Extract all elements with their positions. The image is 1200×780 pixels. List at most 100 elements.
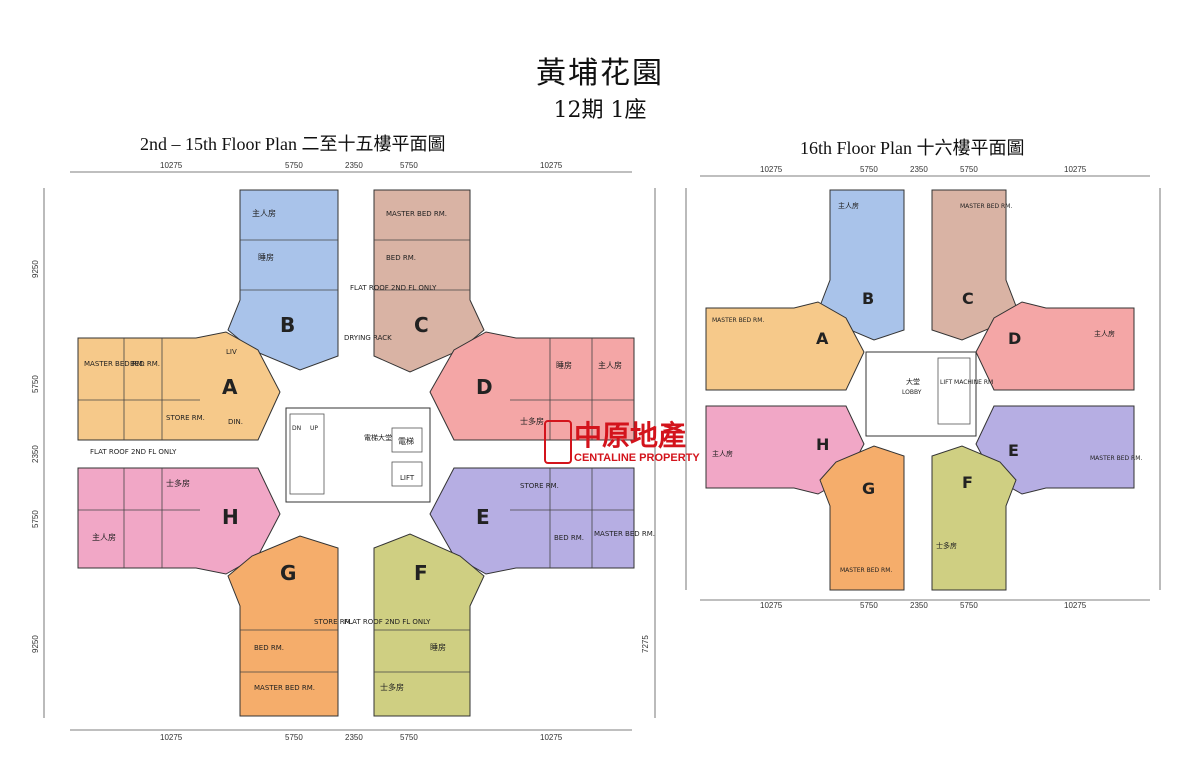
r-unit-label-f: F: [962, 473, 973, 492]
h-maid-label: 士多房: [166, 478, 190, 488]
r-unit-label-a: A: [816, 329, 829, 348]
r-unit-label-e: E: [1008, 441, 1019, 460]
r-c-master-label: MASTER BED RM.: [960, 203, 1012, 210]
c-bed-label: BED RM.: [386, 254, 416, 262]
dim-top-3: 2350: [345, 161, 363, 170]
r-dim-bot-5: 10275: [1064, 601, 1087, 610]
r-h-master-label: 主人房: [712, 449, 733, 458]
r-unit-a: [705, 301, 865, 391]
r-unit-label-b: B: [862, 289, 874, 308]
e-bed-label: BED RM.: [554, 534, 584, 542]
r-unit-label-g: G: [862, 479, 875, 498]
r-a-master-label: MASTER BED RM.: [712, 317, 764, 324]
dim-bot-4: 5750: [400, 733, 418, 742]
r-dim-bot-4: 5750: [960, 601, 978, 610]
building-title: 黃埔花園: [536, 56, 664, 91]
unit-label-b: B: [280, 313, 295, 337]
r-d-master-label: 主人房: [1094, 329, 1115, 338]
r-lift-machine-room: [937, 357, 971, 425]
r-dim-top-4: 5750: [960, 165, 978, 174]
g-master-label: MASTER BED RM.: [254, 684, 315, 692]
left-floor-plan: 10275 5750 2350 5750 10275 10275 5750 23…: [31, 161, 656, 742]
g-bed-label: BED RM.: [254, 644, 284, 652]
r-dim-bot-3: 2350: [910, 601, 928, 610]
e-store-label: STORE RM.: [520, 482, 559, 490]
b-master-label: 主人房: [252, 208, 276, 218]
d-bed-label: 睡房: [556, 360, 572, 370]
dim-side-right: 7275: [641, 635, 650, 653]
dim-side-3: 2350: [31, 445, 40, 463]
r-unit-f: [931, 445, 1017, 591]
r-dim-top-5: 10275: [1064, 165, 1087, 174]
left-partitions: [78, 239, 634, 673]
dim-bot-5: 10275: [540, 733, 563, 742]
unit-label-f: F: [414, 561, 428, 585]
dn-label: DN: [292, 425, 301, 432]
r-unit-label-c: C: [962, 289, 974, 308]
dim-top-5: 10275: [540, 161, 563, 170]
logo-cn-text: 中原地產: [574, 419, 687, 452]
lift-cn-label: 電梯: [398, 436, 414, 446]
r-lift-machine-label: LIFT MACHINE RM: [940, 379, 993, 386]
unit-label-h: H: [222, 505, 239, 529]
lift-lobby-cn-label: 電梯大堂: [364, 433, 392, 442]
dim-top-2: 5750: [285, 161, 303, 170]
h-master-label: 主人房: [92, 532, 116, 542]
unit-f: [373, 533, 485, 717]
stair-1: [289, 413, 325, 495]
dim-side-1: 9250: [31, 260, 40, 278]
r-unit-label-d: D: [1008, 329, 1021, 348]
a-store-label: STORE RM.: [166, 414, 205, 422]
f-bed-label: 睡房: [430, 642, 446, 652]
r-dim-top-3: 2350: [910, 165, 928, 174]
b-bed-label: 睡房: [258, 252, 274, 262]
r-unit-g: [819, 445, 905, 591]
r-dim-top-1: 10275: [760, 165, 783, 174]
d-maid-label: 士多房: [520, 416, 544, 426]
r-e-master-label: MASTER BED RM.: [1090, 455, 1142, 462]
right-floor-plan: 10275 5750 2350 5750 10275 10275 5750 23…: [685, 165, 1161, 610]
unit-d: [429, 331, 635, 441]
g-store-label: STORE RM.: [314, 618, 353, 626]
flat-roof-south-label: FLAT ROOF 2ND FL ONLY: [344, 618, 431, 626]
a-bed-label: BED RM.: [130, 360, 160, 368]
r-dim-top-2: 5750: [860, 165, 878, 174]
c-master-label: MASTER BED RM.: [386, 210, 447, 218]
r-lobby-label: LOBBY: [902, 389, 922, 396]
r-f-maid-label: 士多房: [936, 541, 957, 550]
r-core: [865, 351, 977, 437]
r-lobby-cn-label: 大堂: [906, 377, 920, 386]
r-dim-bot-2: 5750: [860, 601, 878, 610]
dim-bot-2: 5750: [285, 733, 303, 742]
d-master-label: 主人房: [598, 360, 622, 370]
building-subtitle: 12期 1座: [553, 98, 647, 123]
e-master-label: MASTER BED RM.: [594, 530, 655, 538]
r-g-master-label: MASTER BED RM.: [840, 567, 892, 574]
dim-top-4: 5750: [400, 161, 418, 170]
dim-side-2: 5750: [31, 375, 40, 393]
r-unit-b: [819, 189, 905, 341]
seal-icon: [544, 420, 572, 464]
dim-bot-3: 2350: [345, 733, 363, 742]
dim-top-1: 10275: [160, 161, 183, 170]
r-unit-label-h: H: [816, 435, 829, 454]
flat-roof-west-label: FLAT ROOF 2ND FL ONLY: [90, 448, 177, 456]
lift-1: [391, 427, 423, 453]
unit-g: [227, 535, 339, 717]
a-liv-label: LIV: [226, 348, 237, 356]
logo-en-text: CENTALINE PROPERTY: [574, 452, 700, 464]
unit-label-a: A: [222, 375, 238, 399]
right-plan-heading: 16th Floor Plan 十六樓平面圖: [800, 138, 1025, 158]
r-b-master-label: 主人房: [838, 201, 859, 210]
r-unit-d: [975, 301, 1135, 391]
up-label: UP: [310, 425, 318, 432]
drying-rack-label: DRYING RACK: [344, 334, 392, 342]
unit-label-c: C: [414, 313, 429, 337]
left-plan-heading: 2nd – 15th Floor Plan 二至十五樓平面圖: [140, 134, 446, 154]
unit-b: [227, 189, 339, 371]
r-dim-bot-1: 10275: [760, 601, 783, 610]
left-core: [285, 407, 431, 503]
unit-label-g: G: [280, 561, 296, 585]
flat-roof-label: FLAT ROOF 2ND FL ONLY: [350, 284, 437, 292]
